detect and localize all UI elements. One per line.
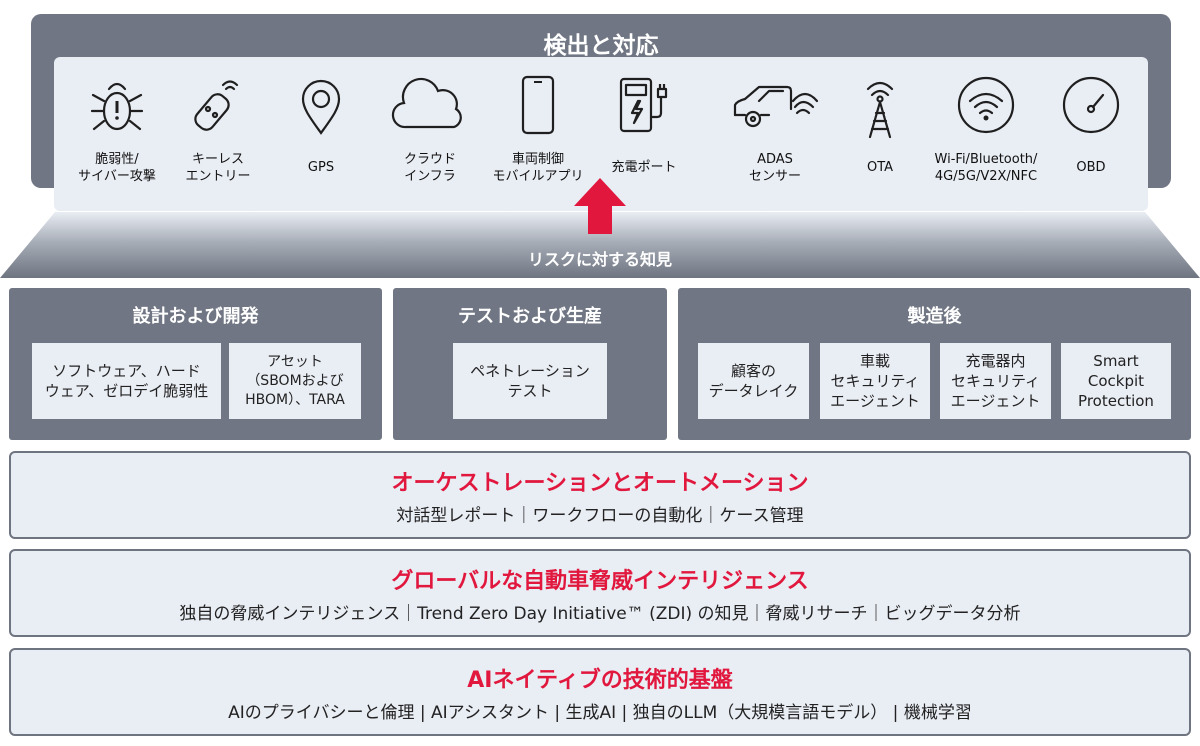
card-line: アセット — [267, 353, 323, 370]
card-line: セキュリティ — [950, 372, 1041, 390]
card-line: 充電器内 — [965, 352, 1026, 370]
detect-label-line1: 脆弱性/ — [95, 152, 139, 167]
detect-label-line1: Wi-Fi/Bluetooth/ — [934, 152, 1038, 167]
ai-title: AIネイティブの技術的基盤 — [467, 668, 733, 693]
detect-item-charging: 充電ポート — [594, 57, 694, 207]
roof-banner — [0, 212, 1200, 278]
bug-icon — [90, 82, 144, 131]
map-pin-icon — [301, 79, 341, 135]
orchestration-title: オーケストレーションとオートメーション — [391, 471, 809, 496]
post-title: 製造後 — [907, 306, 962, 327]
post-production-panel: 製造後 顧客の データレイク 車載 セキュリティ エージェント 充電器内 セキュ… — [678, 288, 1191, 440]
card-line: エージェント — [830, 392, 920, 410]
card-line: Protection — [1078, 392, 1154, 410]
threat-intelligence-band: グローバルな自動車脅威インテリジェンス 独自の脅威インテリジェンス｜Trend … — [9, 549, 1191, 637]
detect-label-line1: 車両制御 — [511, 152, 564, 167]
design-title: 設計および開発 — [132, 306, 259, 327]
card-line: HBOM）、TARA — [245, 391, 345, 408]
card-line: ソフトウェア、ハード — [52, 362, 201, 380]
detect-item-adas: ADAS センサー — [725, 57, 825, 207]
detect-item-obd: OBD — [1041, 57, 1141, 207]
detect-label-line2: インフラ — [404, 169, 456, 184]
detect-label-line2: 4G/5G/V2X/NFC — [934, 169, 1038, 184]
up-arrow-icon — [574, 178, 626, 234]
ai-subtitle: AIのプライバシーと倫理 | AIアシスタント | 生成AI | 独自のLLM（… — [228, 703, 972, 723]
antenna-tower-icon — [866, 81, 894, 139]
detect-label-line2: センサー — [748, 169, 801, 184]
post-card-datalake: 顧客の データレイク — [698, 343, 809, 419]
card-line: ウェア、ゼロデイ脆弱性 — [44, 382, 209, 400]
design-card-asset: アセット （SBOMおよび HBOM）、TARA — [229, 343, 361, 419]
card-line: Cockpit — [1087, 372, 1145, 390]
adas-car-icon — [733, 85, 819, 128]
design-card-software: ソフトウェア、ハード ウェア、ゼロデイ脆弱性 — [32, 343, 221, 419]
post-card-charger-agent: 充電器内 セキュリティ エージェント — [940, 343, 1051, 419]
detect-label-line1: 充電ポート — [611, 160, 677, 175]
design-development-panel: 設計および開発 ソフトウェア、ハード ウェア、ゼロデイ脆弱性 アセット （SBO… — [9, 288, 382, 440]
card-line: セキュリティ — [830, 372, 920, 390]
detect-label-line1: OBD — [1076, 160, 1106, 175]
detection-title: 検出と対応 — [543, 33, 659, 59]
card-line: エージェント — [950, 392, 1041, 410]
detect-item-gps: GPS — [271, 57, 371, 207]
detect-item-cloud: クラウド インフラ — [380, 57, 480, 207]
orchestration-subtitle: 対話型レポート｜ワークフローの自動化｜ケース管理 — [396, 506, 804, 526]
card-line: ペネトレーション — [470, 362, 590, 380]
test-production-panel: テストおよび生産 ペネトレーション テスト — [393, 288, 667, 440]
post-card-vehicle-agent: 車載 セキュリティ エージェント — [820, 343, 930, 419]
detect-label-line1: OTA — [866, 160, 894, 175]
detect-label-line1: キーレス — [191, 152, 244, 167]
detect-label-line2: サイバー攻撃 — [78, 169, 156, 184]
gauge-icon — [1062, 76, 1120, 134]
detect-item-keyless: キーレス エントリー — [168, 57, 268, 207]
card-line: 顧客の — [730, 362, 776, 380]
charging-port-icon — [619, 77, 668, 133]
test-card-pentest: ペネトレーション テスト — [453, 343, 607, 419]
ai-foundation-band: AIネイティブの技術的基盤 AIのプライバシーと倫理 | AIアシスタント | … — [9, 648, 1191, 736]
test-title: テストおよび生産 — [458, 306, 602, 327]
risk-insight-label: リスクに対する知見 — [527, 250, 672, 269]
post-card-smart-cockpit: Smart Cockpit Protection — [1061, 343, 1171, 419]
detect-item-vulnerability: 脆弱性/ サイバー攻撃 — [67, 57, 167, 207]
detect-label-line1: ADAS — [757, 152, 793, 167]
detect-label-line1: GPS — [307, 160, 335, 175]
card-line: 車載 — [859, 352, 890, 370]
detect-label-line2: エントリー — [185, 169, 251, 184]
intel-subtitle: 独自の脅威インテリジェンス｜Trend Zero Day Initiative™… — [179, 604, 1021, 624]
cloud-icon — [391, 77, 462, 129]
detect-item-mobile: 車両制御 モバイルアプリ — [488, 57, 588, 207]
detect-item-ota: OTA — [830, 57, 930, 207]
key-fob-icon — [194, 80, 239, 131]
card-line: データレイク — [708, 382, 799, 400]
wifi-icon — [957, 76, 1015, 134]
detect-label-line2: モバイルアプリ — [492, 169, 584, 184]
card-line: Smart — [1093, 352, 1139, 370]
detect-item-wireless: Wi-Fi/Bluetooth/ 4G/5G/V2X/NFC — [935, 57, 1037, 207]
orchestration-band: オーケストレーションとオートメーション 対話型レポート｜ワークフローの自動化｜ケ… — [9, 451, 1191, 539]
smartphone-icon — [521, 75, 555, 135]
intel-title: グローバルな自動車脅威インテリジェンス — [391, 569, 809, 594]
card-line: テスト — [507, 382, 553, 400]
detect-label-line1: クラウド — [403, 152, 456, 167]
card-line: （SBOMおよび — [246, 372, 344, 389]
